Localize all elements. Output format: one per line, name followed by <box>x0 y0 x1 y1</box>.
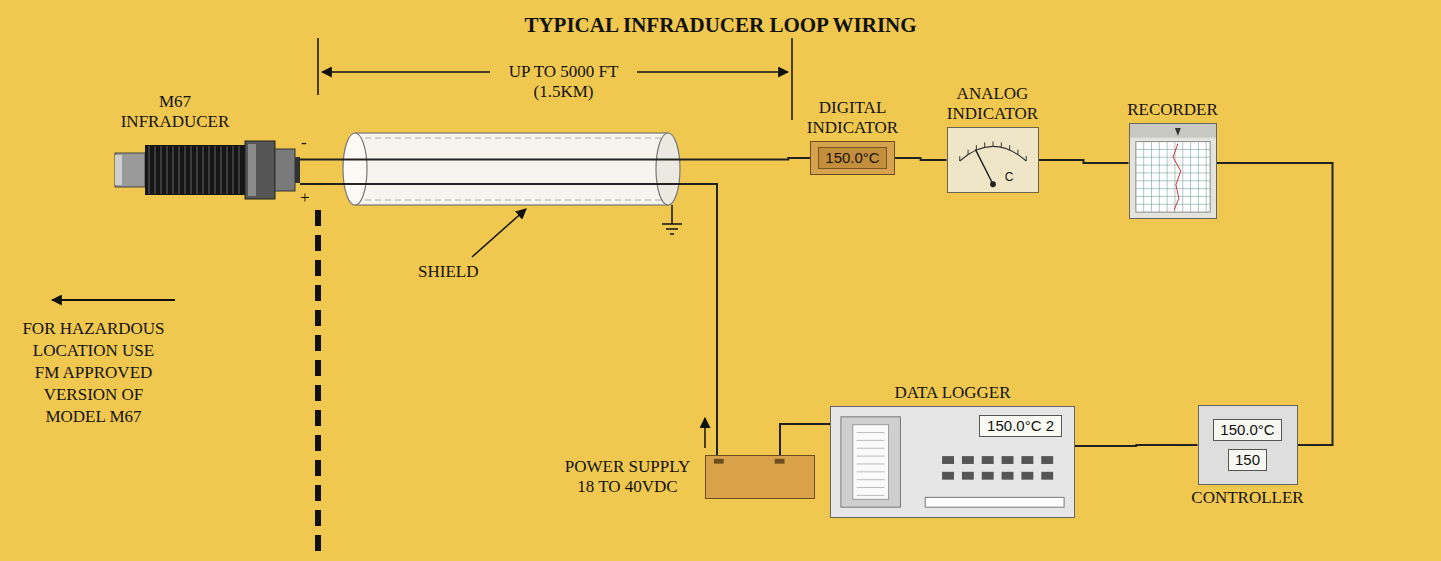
device-label: DATA LOGGER <box>830 383 1075 403</box>
device-label: POWER SUPPLY 18 TO 40VDC <box>560 457 695 497</box>
direction-arrow <box>52 299 175 301</box>
extension-line <box>317 38 319 95</box>
controller-drawing <box>1199 406 1297 484</box>
digital-device: 150.0°C <box>810 141 894 175</box>
sensor-drawing <box>115 135 300 205</box>
logger-node: DATA LOGGER 150.0°C 2 <box>830 383 1075 518</box>
recorder-node: RECORDER <box>1125 100 1220 219</box>
recorder-device <box>1129 123 1217 219</box>
note-text: FOR HAZARDOUS LOCATION USE FM APPROVED V… <box>20 318 167 428</box>
device-label: RECORDER <box>1125 100 1220 120</box>
psu-node: POWER SUPPLY 18 TO 40VDC <box>560 455 815 499</box>
analog-device: C <box>947 127 1039 193</box>
display-readout: 150.0°C <box>1213 419 1281 441</box>
recorder-drawing <box>1130 124 1216 218</box>
analog-node: ANALOG INDICATOR C <box>940 84 1045 193</box>
signal-wire <box>300 158 810 160</box>
display-readout: 150.0°C <box>818 147 886 169</box>
signal-wire <box>1039 160 1129 163</box>
signal-wire <box>780 424 830 455</box>
device-label: DIGITAL INDICATOR <box>800 98 905 138</box>
digital-node: DIGITAL INDICATOR 150.0°C <box>800 98 905 175</box>
signal-wire <box>895 158 947 160</box>
leader-line <box>472 209 526 257</box>
signal-wire <box>1075 445 1198 446</box>
diagram-title: TYPICAL INFRADUCER LOOP WIRING <box>0 12 1441 38</box>
extension-line <box>791 38 793 120</box>
signal-wire <box>1217 163 1333 445</box>
dimension-label: UP TO 5000 FT (1.5KM) <box>490 62 637 102</box>
current-arrow <box>704 418 706 448</box>
controller-device: 150.0°C 150 <box>1198 405 1298 485</box>
device-label: M67 INFRADUCER <box>115 92 235 132</box>
display-readout: 150.0°C 2 <box>979 415 1062 437</box>
device-label: CONTROLLER <box>1190 488 1305 508</box>
display-readout: 150 <box>1228 449 1267 471</box>
psu-drawing <box>706 456 814 498</box>
shielded-cable <box>343 133 680 205</box>
display-readout: C <box>1005 170 1014 184</box>
polarity-mark: + <box>300 188 310 208</box>
signal-wire <box>300 184 717 455</box>
device-label: ANALOG INDICATOR <box>940 84 1045 124</box>
sensor-device <box>115 135 300 205</box>
polarity-mark: - <box>301 133 307 153</box>
sensor-node: M67 INFRADUCER <box>115 92 300 205</box>
analog-drawing <box>948 128 1038 192</box>
ground-symbol <box>662 205 682 234</box>
logger-device: 150.0°C 2 <box>830 406 1075 518</box>
hazard-boundary <box>315 210 321 556</box>
controller-node: 150.0°C 150CONTROLLER <box>1190 405 1305 508</box>
psu-device <box>705 455 815 499</box>
part-label: SHIELD <box>418 262 478 282</box>
